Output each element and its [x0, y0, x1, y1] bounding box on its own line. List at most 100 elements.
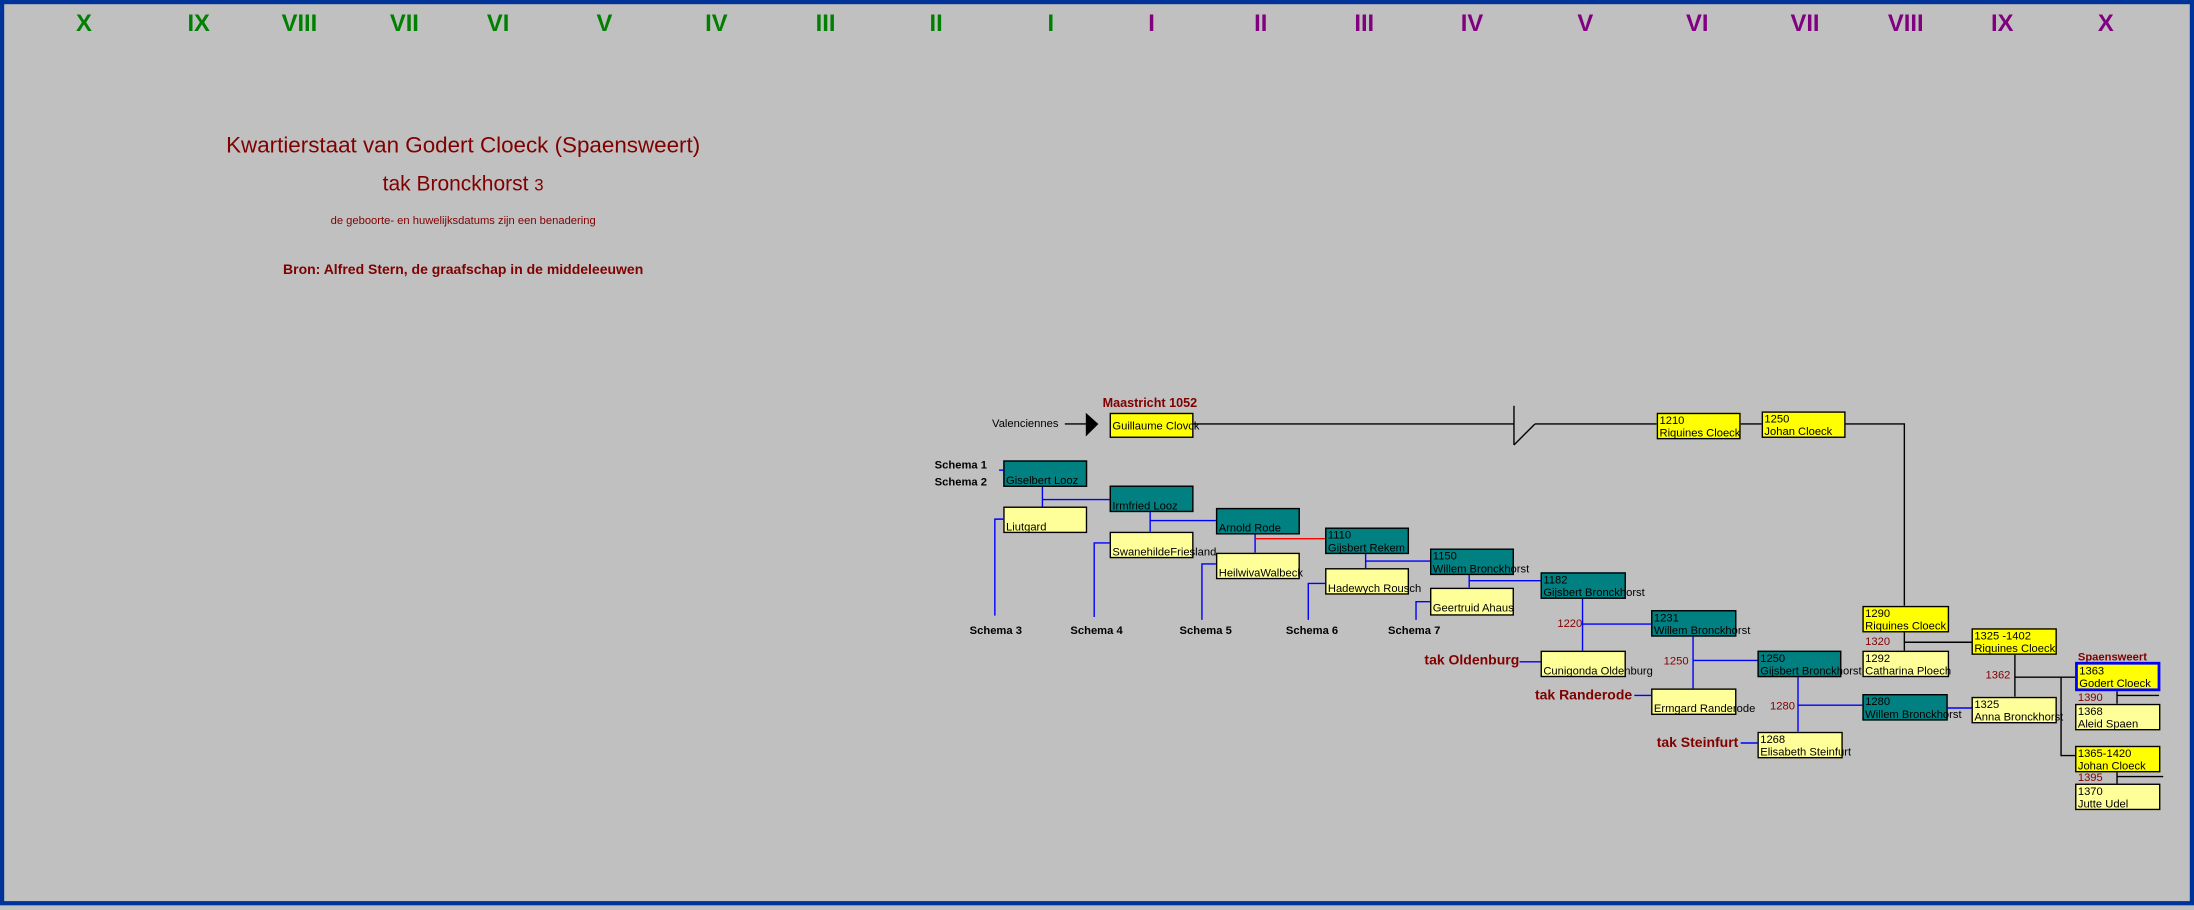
marriage-year: 1395 — [2077, 770, 2103, 784]
person-year: 1292 — [1865, 652, 1891, 665]
schema-link[interactable]: Schema 3 — [969, 624, 1022, 637]
marriage-year: 1390 — [2077, 691, 2103, 704]
person-box-geertruid[interactable]: Geertruid Ahaus — [1430, 587, 1514, 616]
subtitle-text: tak Bronckhorst — [382, 172, 529, 196]
person-year: 1325 — [1974, 698, 2000, 711]
person-name: Willem Bronckhorst — [1653, 624, 1751, 637]
person-name: Irmfried Looz — [1112, 499, 1178, 513]
schema-link[interactable]: Schema 1 — [934, 458, 987, 472]
person-year: 1182 — [1543, 573, 1568, 587]
person-year: 1250 — [1760, 652, 1786, 665]
generation-numeral: VIII — [281, 9, 318, 37]
person-box-cunigonda[interactable]: Cunigonda Oldenburg — [1540, 650, 1653, 678]
generation-numeral: III — [1354, 9, 1375, 37]
generation-numeral: IV — [1460, 9, 1484, 37]
generation-numeral: II — [929, 9, 943, 37]
person-box-irmfried[interactable]: Irmfried Looz — [1109, 485, 1194, 513]
person-year: 1325 -1402 — [1974, 629, 2031, 643]
person-year: 1370 — [2077, 784, 2103, 798]
person-name: Johan Cloeck — [2077, 759, 2146, 773]
person-year — [1543, 652, 1623, 665]
person-name: Riquines Cloeck — [1659, 426, 1741, 440]
person-name: Aleid Spaen — [2077, 717, 2139, 731]
person-year — [1219, 554, 1297, 567]
person-name: Willem Bronckhorst — [1865, 708, 1962, 721]
generation-numeral: I — [1148, 9, 1155, 37]
person-box-ermgard[interactable]: Ermgard Randerode — [1651, 688, 1756, 716]
generation-numeral: VI — [486, 9, 510, 37]
branch-link[interactable]: tak Randerode — [1534, 688, 1633, 704]
date-note: de geboorte- en huwelijksdatums zijn een… — [330, 214, 596, 227]
person-year: 1365-1420 — [2077, 747, 2132, 760]
person-name: Anna Bronckhorst — [1974, 710, 2064, 724]
person-name: Willem Bronckhorst — [1432, 562, 1530, 576]
person-box-guillaume[interactable]: Guillaume Clovck — [1109, 412, 1200, 438]
person-name: HeilwivaWalbeck — [1218, 566, 1303, 580]
person-box-arnold[interactable]: Arnold Rode — [1215, 507, 1300, 535]
generation-numeral: II — [1254, 9, 1268, 37]
person-box-giselbert[interactable]: Giselbert Looz — [1003, 460, 1088, 487]
person-year: 1268 — [1760, 733, 1786, 746]
marriage-year: 1220 — [1557, 617, 1583, 630]
generation-numeral: VII — [389, 9, 419, 37]
person-name: Gijsbert Bronckhorst — [1543, 586, 1645, 599]
page-subtitle: tak Bronckhorst 3 — [4, 172, 922, 196]
person-year: 1363 — [2079, 664, 2105, 678]
place-label: Maastricht 1052 — [1102, 395, 1198, 410]
person-name: SwanehildeFriesland — [1112, 545, 1217, 559]
person-name: Giselbert Looz — [1006, 474, 1079, 487]
generation-numeral: VIII — [1887, 9, 1924, 37]
person-name: Gijsbert Rekem — [1327, 541, 1406, 555]
person-year: 1280 — [1865, 695, 1891, 709]
person-name: Riquines Cloeck — [1974, 642, 2056, 655]
generation-numeral: V — [596, 9, 613, 37]
person-box-swanehilde[interactable]: SwanehildeFriesland — [1109, 531, 1217, 559]
person-year: 1150 — [1432, 549, 1457, 563]
generation-numeral: III — [815, 9, 836, 37]
person-box-heilwiva[interactable]: HeilwivaWalbeck — [1215, 552, 1303, 580]
schema-link[interactable]: Schema 4 — [1070, 624, 1123, 637]
schema-link[interactable]: Schema 7 — [1388, 624, 1441, 637]
person-year — [1112, 487, 1190, 500]
marriage-year: 1250 — [1663, 654, 1689, 668]
person-name: Cunigonda Oldenburg — [1543, 664, 1653, 678]
person-box-liutgard[interactable]: Liutgard — [1003, 506, 1088, 534]
person-name: Liutgard — [1006, 520, 1047, 534]
person-name: Geertruid Ahaus — [1432, 601, 1514, 615]
person-year — [1006, 462, 1084, 475]
person-name: Guillaume Clovck — [1112, 419, 1200, 433]
schema-link[interactable]: Schema 6 — [1285, 624, 1339, 637]
marriage-year: 1362 — [1985, 668, 2011, 682]
branch-link[interactable]: tak Oldenburg — [1424, 653, 1520, 669]
person-year — [1654, 690, 1734, 703]
person-year: 1110 — [1327, 528, 1352, 542]
person-name: Godert Cloeck — [2079, 677, 2151, 690]
branch-link[interactable]: tak Steinfurt — [1656, 735, 1739, 752]
page-title: Kwartierstaat van Godert Cloeck (Spaensw… — [226, 134, 701, 159]
person-year: 1210 — [1659, 414, 1685, 427]
schema-link[interactable]: Schema 5 — [1179, 624, 1232, 637]
person-box-hadewych[interactable]: Hadewych Rousch — [1325, 568, 1421, 595]
person-name: Ermgard Randerode — [1653, 702, 1756, 716]
schema-link[interactable]: Schema 2 — [934, 475, 987, 489]
origin-label: Valenciennes — [992, 416, 1059, 430]
connector-lines — [994, 405, 2164, 784]
